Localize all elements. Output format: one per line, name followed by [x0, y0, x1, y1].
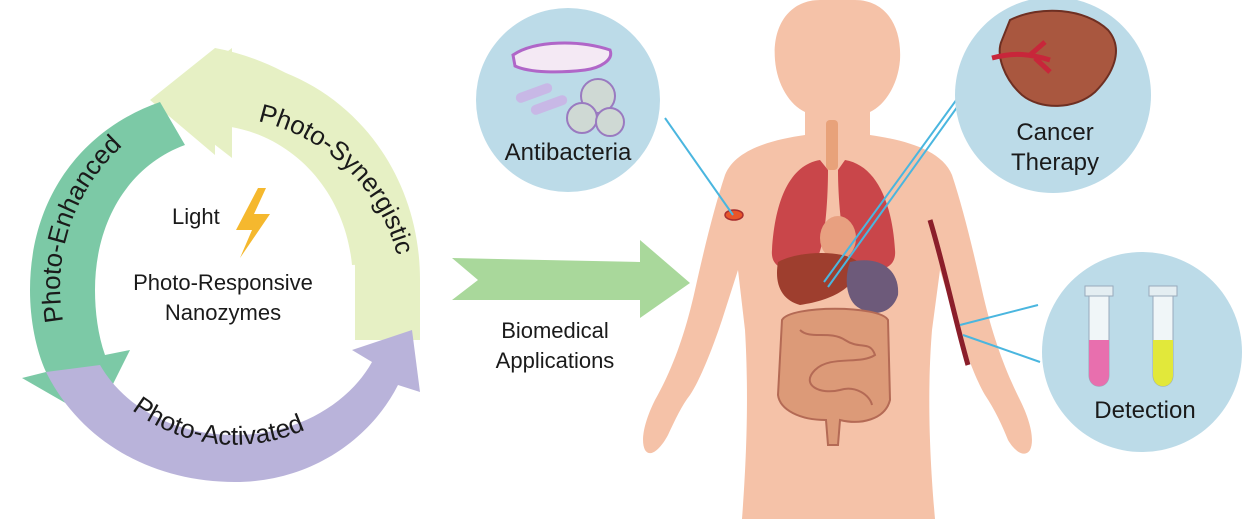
connector-cancer-2 — [827, 91, 969, 288]
cancer-therapy-label-line2: Therapy — [1011, 149, 1099, 176]
cell-icon-2 — [566, 102, 598, 134]
photo-activated-arrow — [46, 330, 420, 482]
connector-detection-1 — [959, 304, 1039, 326]
antibacteria-bubble: Antibacteria — [476, 8, 660, 192]
intestines — [776, 307, 892, 446]
nanorod-icon-2 — [530, 95, 568, 115]
light-label: Light — [172, 204, 220, 229]
test-tube-1-liquid — [1089, 340, 1109, 387]
stomach — [846, 260, 899, 313]
biomedical-arrow — [452, 240, 690, 318]
photo-enhanced-arrow — [22, 102, 185, 420]
bacterium-icon — [511, 41, 613, 74]
human-body — [643, 0, 1032, 519]
connector-detection-2 — [962, 334, 1041, 363]
nanorod-icon — [515, 83, 553, 103]
antibacteria-label: Antibacteria — [505, 139, 632, 166]
left-lung — [771, 160, 828, 270]
detection-label: Detection — [1094, 397, 1195, 424]
cell-icon-3 — [595, 107, 625, 137]
test-tube-2-cap — [1148, 285, 1178, 297]
test-tube-2-liquid — [1153, 340, 1173, 387]
cancer-therapy-label-line1: Cancer — [1016, 119, 1093, 146]
connectors — [664, 87, 1041, 363]
test-tube-1-cap — [1084, 285, 1114, 297]
connector-cancer-1 — [823, 87, 966, 283]
biomedical-label-line1: Biomedical — [501, 318, 609, 343]
arm-vein — [927, 219, 971, 366]
detection-bubble: Detection — [1042, 252, 1242, 452]
connector-antibacteria — [664, 117, 734, 216]
photo-cycle: Photo-Synergistic Photo-Enhanced Photo-A… — [22, 48, 420, 482]
arm-wound — [724, 209, 744, 221]
trachea — [826, 120, 838, 170]
lightning-bolt-icon — [236, 188, 270, 258]
tumor-icon — [998, 9, 1117, 107]
blood-vessel-icon — [991, 40, 1052, 74]
liver — [776, 253, 859, 305]
biomedical-label-line2: Applications — [496, 348, 615, 373]
intestine-folds — [799, 329, 877, 406]
center-title-line1: Photo-Responsive — [133, 270, 313, 295]
center-title-line2: Nanozymes — [165, 300, 281, 325]
photo-synergistic-body — [160, 48, 420, 340]
cancer-therapy-bubble: Cancer Therapy — [955, 0, 1151, 193]
